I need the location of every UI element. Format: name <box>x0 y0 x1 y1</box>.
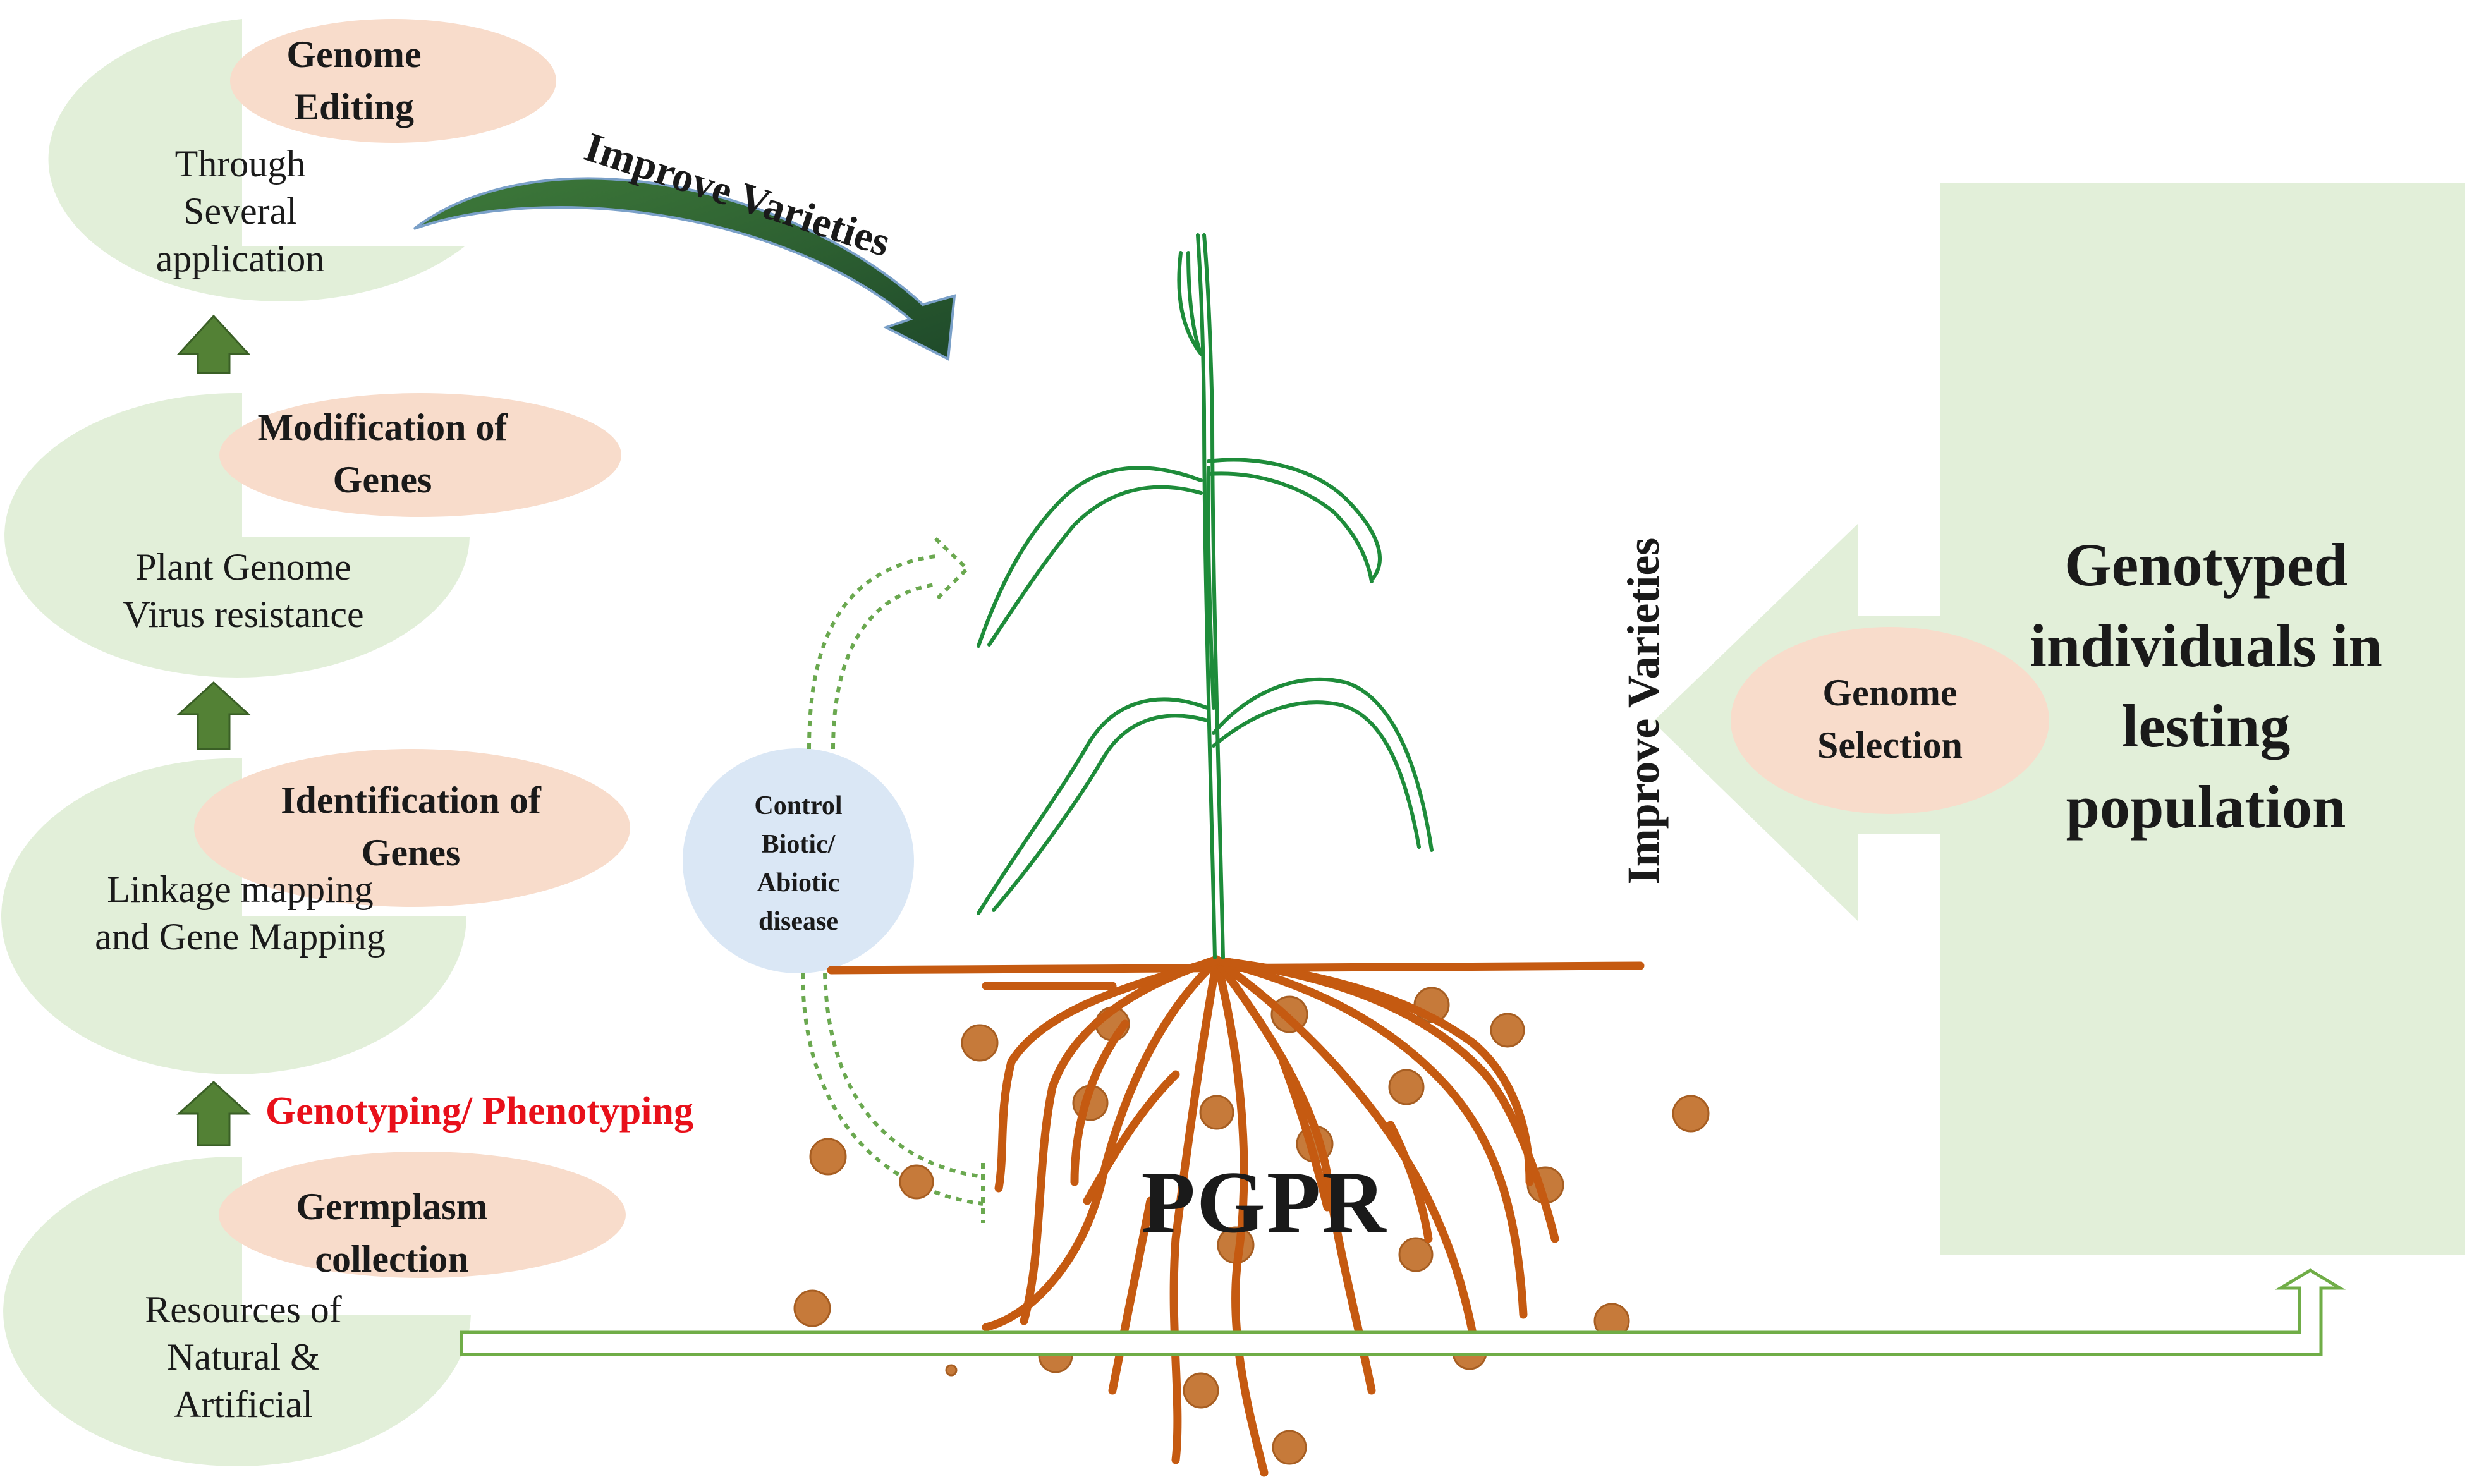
control-disease-bubble <box>683 748 914 973</box>
stage-bubble-modification <box>4 392 621 678</box>
up-arrow-icon <box>176 681 251 750</box>
stage-head-modification: Modification of Genes <box>257 406 508 501</box>
stage-bubble-genome-editing <box>48 19 556 301</box>
stage-head-genome-editing: Genome Editing <box>286 33 422 128</box>
stage-head-identification: Identification of Genes <box>281 779 541 873</box>
dotted-cycle-arrow-up <box>807 537 970 750</box>
dotted-cycle-arrow-down <box>801 973 985 1223</box>
genome-selection-label: Genome Selection <box>1817 672 1963 766</box>
genotyped-box-label: Genotyped individuals in lesting populat… <box>2030 531 2382 841</box>
stage-body-identification: Linkage mapping and Gene Mapping <box>95 868 386 958</box>
genome-selection-bubble <box>1731 627 2049 814</box>
stage-body-genome-editing: Through Several application <box>155 143 325 279</box>
germplasm-to-box-arrow <box>460 1268 2346 1356</box>
genotyping-phenotyping-label: Genotyping/ Phenotyping <box>265 1090 693 1133</box>
curved-improve-arrow <box>413 177 956 362</box>
up-arrow-icon <box>176 314 251 374</box>
stage-body-germplasm: Resources of Natural & Artificial <box>145 1289 342 1425</box>
plant-shoot <box>977 233 1434 959</box>
stage-head-germplasm: Germplasm collection <box>296 1186 488 1280</box>
improve-varieties-vertical-label: Improve Varieties <box>1618 537 1669 885</box>
plant-roots <box>827 955 1645 1477</box>
stage-body-modification: Plant Genome Virus resistance <box>123 546 364 635</box>
pgpr-label: PGPR <box>1141 1153 1387 1251</box>
stage-bubble-germplasm <box>3 1152 626 1466</box>
stage-bubble-identification <box>1 749 630 1074</box>
up-arrow-icon <box>176 1080 251 1146</box>
control-disease-label: Control Biotic/ Abiotic disease <box>754 791 843 936</box>
